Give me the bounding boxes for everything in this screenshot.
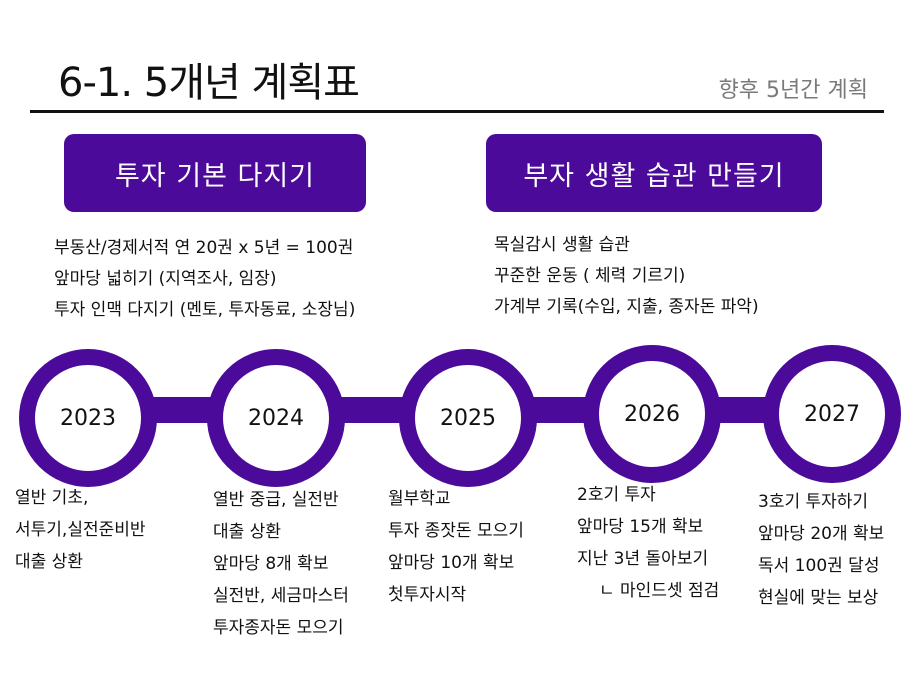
timeline-items-2024: 열반 중급, 실전반 대출 상환 앞마당 8개 확보 실전반, 세금마스터 투자… xyxy=(213,484,349,644)
wealth-habits-list: 목실감시 생활 습관 꾸준한 운동 ( 체력 기르기) 가계부 기록(수입, 지… xyxy=(494,230,759,323)
list-item: 열반 중급, 실전반 xyxy=(213,490,339,510)
list-item: 부동산/경제서적 연 20권 x 5년 = 100권 xyxy=(54,238,354,258)
title-divider xyxy=(30,110,884,113)
timeline-items-2023: 열반 기초, 서투기,실전준비반 대출 상환 xyxy=(15,482,146,578)
list-item: 현실에 맞는 보상 xyxy=(758,588,879,608)
year-label: 2023 xyxy=(60,405,116,431)
list-item: 월부학교 xyxy=(388,489,451,509)
list-item: 실전반, 세금마스터 xyxy=(213,586,349,606)
timeline-node-2023: 2023 xyxy=(19,349,157,487)
list-item: 대출 상환 xyxy=(15,552,83,572)
list-item: 꾸준한 운동 ( 체력 기르기) xyxy=(494,266,686,286)
timeline-node-2024: 2024 xyxy=(207,349,345,487)
timeline-node-2025: 2025 xyxy=(399,349,537,487)
list-item: 대출 상환 xyxy=(213,522,281,542)
list-item: 투자 인맥 다지기 (멘토, 투자동료, 소장님) xyxy=(54,300,356,320)
list-item: 앞마당 넓히기 (지역조사, 임장) xyxy=(54,269,277,289)
timeline-node-2026: 2026 xyxy=(583,345,721,483)
list-item: 독서 100권 달성 xyxy=(758,556,880,576)
list-item: 지난 3년 돌아보기 xyxy=(577,549,709,569)
list-item: 가계부 기록(수입, 지출, 종자돈 파악) xyxy=(494,297,759,317)
timeline-items-2026: 2호기 투자 앞마당 15개 확보 지난 3년 돌아보기 ㄴ 마인드셋 점검 xyxy=(577,479,719,607)
page-subtitle: 향후 5년간 계획 xyxy=(718,78,868,103)
list-item: 앞마당 8개 확보 xyxy=(213,554,329,574)
year-label: 2027 xyxy=(804,401,860,427)
timeline-node-2027: 2027 xyxy=(763,345,901,483)
list-item: 앞마당 15개 확보 xyxy=(577,517,704,537)
year-label: 2026 xyxy=(624,401,680,427)
timeline-items-2025: 월부학교 투자 종잣돈 모으기 앞마당 10개 확보 첫투자시작 xyxy=(388,483,524,611)
section-title-investment-basics: 투자 기본 다지기 xyxy=(64,134,366,212)
list-item: 앞마당 10개 확보 xyxy=(388,553,515,573)
list-item: 목실감시 생활 습관 xyxy=(494,235,630,255)
list-item: 앞마당 20개 확보 xyxy=(758,524,885,544)
section-title-wealth-habits: 부자 생활 습관 만들기 xyxy=(486,134,822,212)
page-title: 6-1. 5개년 계획표 xyxy=(58,60,360,106)
list-item: 첫투자시작 xyxy=(388,585,467,605)
list-item: 열반 기초, xyxy=(15,488,89,508)
investment-basics-list: 부동산/경제서적 연 20권 x 5년 = 100권 앞마당 넓히기 (지역조사… xyxy=(54,233,355,326)
list-item: ㄴ 마인드셋 점검 xyxy=(599,581,720,601)
list-item: 투자 종잣돈 모으기 xyxy=(388,521,524,541)
timeline-items-2027: 3호기 투자하기 앞마당 20개 확보 독서 100권 달성 현실에 맞는 보상 xyxy=(758,486,884,614)
year-label: 2024 xyxy=(248,405,304,431)
list-item: 서투기,실전준비반 xyxy=(15,520,146,540)
list-item: 3호기 투자하기 xyxy=(758,492,869,512)
list-item: 투자종자돈 모으기 xyxy=(213,618,344,638)
list-item: 2호기 투자 xyxy=(577,485,656,505)
year-label: 2025 xyxy=(440,405,496,431)
